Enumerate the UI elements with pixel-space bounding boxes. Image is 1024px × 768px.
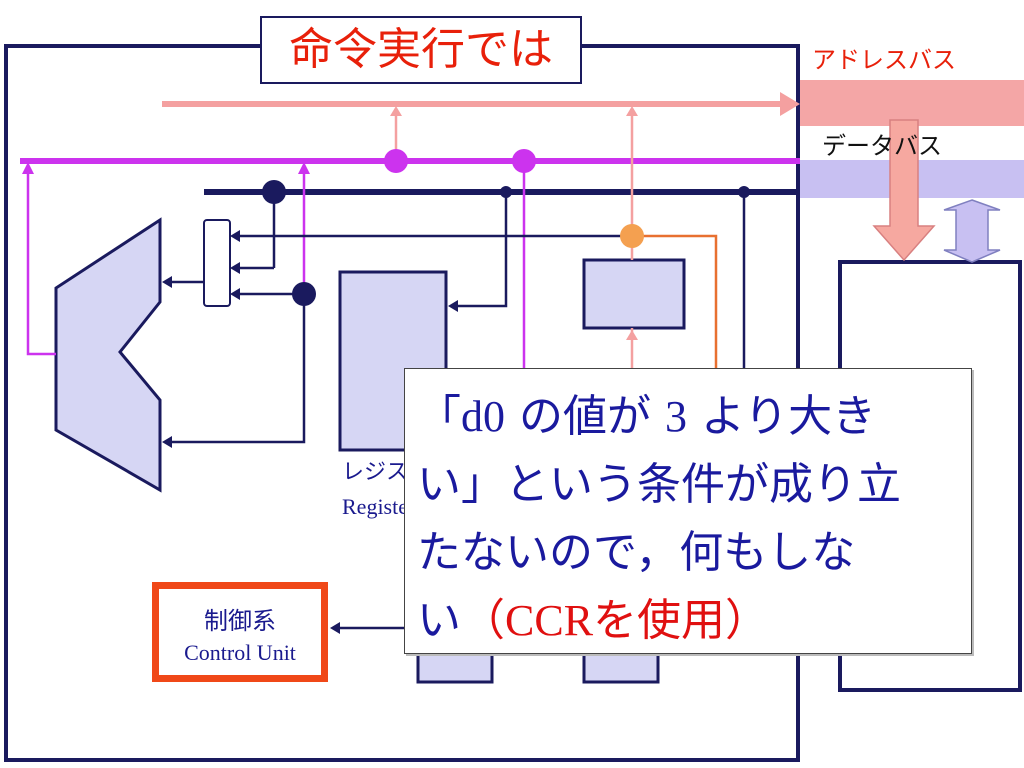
callout-text-1a: の値が: [505, 391, 665, 442]
junction-dot-magenta-1: [384, 149, 408, 173]
address-to-memory-arrow: [872, 119, 936, 262]
multiplexer: [203, 219, 231, 307]
junction-dot-navy-4: [738, 186, 750, 198]
junction-dot-navy-3: [500, 186, 512, 198]
mux-to-alu-arrow: [162, 276, 172, 288]
alu-output-arrow: [22, 162, 34, 174]
callout-ccr: （CCR: [461, 596, 594, 645]
address-bus-arrow: [780, 92, 800, 116]
register-label: レジスタ Registers: [342, 456, 414, 524]
callout-text-4a: い: [417, 595, 461, 646]
explanation-callout: 「d0 の値が 3 より大き い」という条件が成り立 たないので，何もしな い（…: [404, 368, 972, 654]
mux-input-arrow-2: [230, 230, 240, 242]
address-drop-2-arrow: [626, 106, 638, 116]
bus-to-register-wire: [456, 192, 508, 308]
junction-dot-navy-2: [292, 282, 316, 306]
register-to-alu-arrow: [162, 436, 172, 448]
callout-line-3: たないので，何もしな: [417, 527, 856, 578]
control-unit-box: 制御系 Control Unit: [152, 582, 328, 682]
address-drop-3-arrow: [626, 330, 638, 340]
callout-register-d0: d0: [461, 392, 505, 441]
address-bus-block: [800, 80, 1024, 126]
data-bus-drop-arrow: [298, 162, 310, 174]
callout-number-3: 3: [664, 392, 687, 441]
callout-text-4b: を使用）: [593, 595, 770, 646]
slide-title: 命令実行では: [260, 16, 582, 84]
register-to-alu-wire: [170, 294, 306, 444]
control-unit-label-en: Control Unit: [184, 640, 296, 665]
address-bus-label: アドレスバス: [812, 46, 956, 74]
bus-to-register-arrow: [448, 300, 458, 312]
mux-input-arrow-3: [230, 288, 240, 300]
to-control-unit-arrow: [330, 622, 340, 634]
callout-open-bracket: 「: [417, 391, 461, 442]
junction-dot-navy-1: [262, 180, 286, 204]
junction-dot-magenta-2: [512, 149, 536, 173]
mux-input-arrow-1: [230, 262, 240, 274]
program-counter-block: [582, 258, 686, 330]
address-drop-1-arrow: [390, 106, 402, 116]
data-memory-double-arrow: [943, 199, 1001, 263]
alu-output-wire: [26, 170, 56, 356]
status-wire: [632, 234, 718, 380]
callout-line-1: 「d0 の値が 3 より大き: [417, 383, 961, 451]
register-label-jp: レジスタ: [342, 460, 414, 485]
control-unit-label-jp: 制御系: [204, 607, 276, 635]
alu-unit: [54, 217, 162, 493]
data-bus-label: データバス: [822, 132, 942, 160]
callout-text-1b: より大き: [686, 391, 877, 442]
callout-line-4: い（CCRを使用）: [417, 587, 961, 655]
callout-line-2: い」という条件が成り立: [417, 459, 901, 510]
junction-dot-orange: [620, 224, 644, 248]
register-label-en: Registers: [342, 494, 414, 519]
